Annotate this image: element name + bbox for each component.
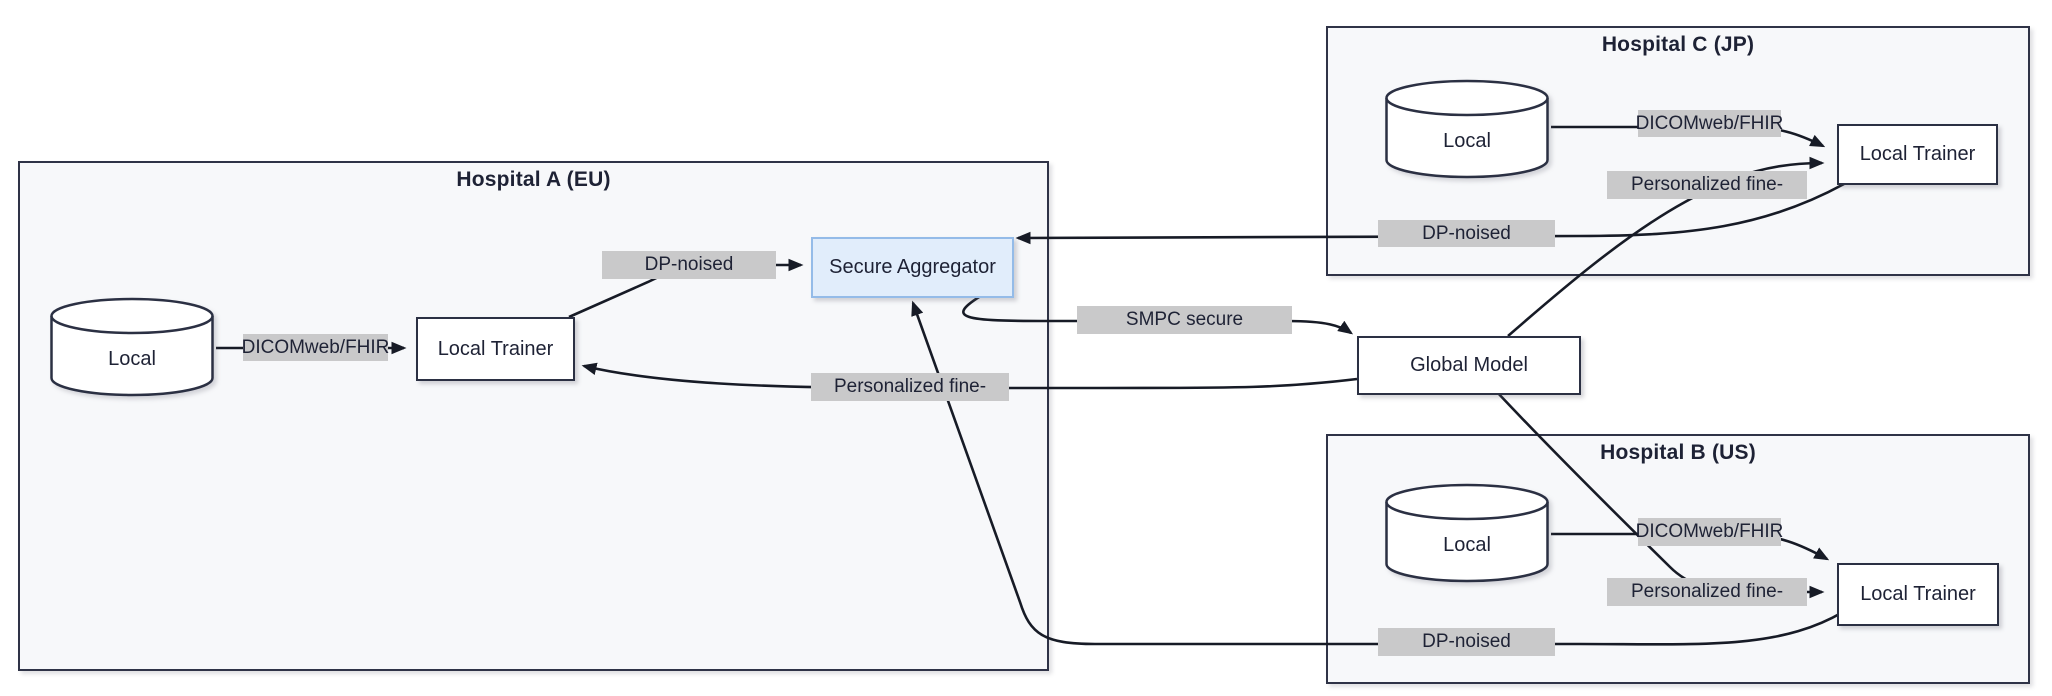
global-model-node: Global Model [1357, 336, 1581, 395]
edge-label-dicomweb-fhir-a: DICOMweb/FHIR [242, 334, 389, 361]
edge-label-dicomweb-fhir-b: DICOMweb/FHIR [1636, 518, 1783, 546]
local-data-label: Local [1443, 534, 1491, 556]
local-data-node-hospital-b: Local [1383, 482, 1551, 586]
local-trainer-node-hospital-c: Local Trainer [1837, 124, 1998, 185]
edge-trainer-c-to-aggregator [1015, 182, 1845, 245]
hospital-c-title: Hospital C (JP) [1601, 33, 1755, 56]
database-cylinder-icon [1385, 79, 1549, 179]
edge-trainer-b-to-aggregator [911, 300, 1844, 646]
local-trainer-node-hospital-a: Local Trainer [416, 317, 575, 381]
local-data-node-hospital-a: Local [48, 296, 216, 400]
edge-label-dp-noised-b: DP-noised [1378, 628, 1555, 656]
edge-label-dicomweb-fhir-c: DICOMweb/FHIR [1636, 110, 1783, 137]
local-trainer-node-hospital-b: Local Trainer [1837, 563, 1999, 626]
local-data-node-hospital-c: Local [1383, 78, 1551, 182]
hospital-a-title: Hospital A (EU) [456, 168, 611, 191]
hospital-b-title: Hospital B (US) [1600, 441, 1756, 464]
edge-label-dp-noised-c: DP-noised [1378, 220, 1555, 247]
database-cylinder-icon [50, 297, 214, 397]
edge-label-personalized-fine-a: Personalized fine- [811, 373, 1009, 401]
edge-label-personalized-fine-c: Personalized fine- [1607, 171, 1807, 199]
secure-aggregator-node: Secure Aggregator [811, 237, 1014, 298]
edge-aggregator-to-global-model [962, 292, 1354, 335]
edge-global-model-to-trainer-c [1507, 156, 1825, 337]
edge-label-dp-noised-a: DP-noised [602, 251, 776, 279]
edge-label-personalized-fine-b: Personalized fine- [1607, 578, 1807, 606]
database-cylinder-icon [1385, 483, 1549, 583]
edge-label-smpc-secure: SMPC secure [1077, 306, 1292, 334]
local-data-label: Local [108, 348, 156, 370]
local-data-label: Local [1443, 130, 1491, 152]
